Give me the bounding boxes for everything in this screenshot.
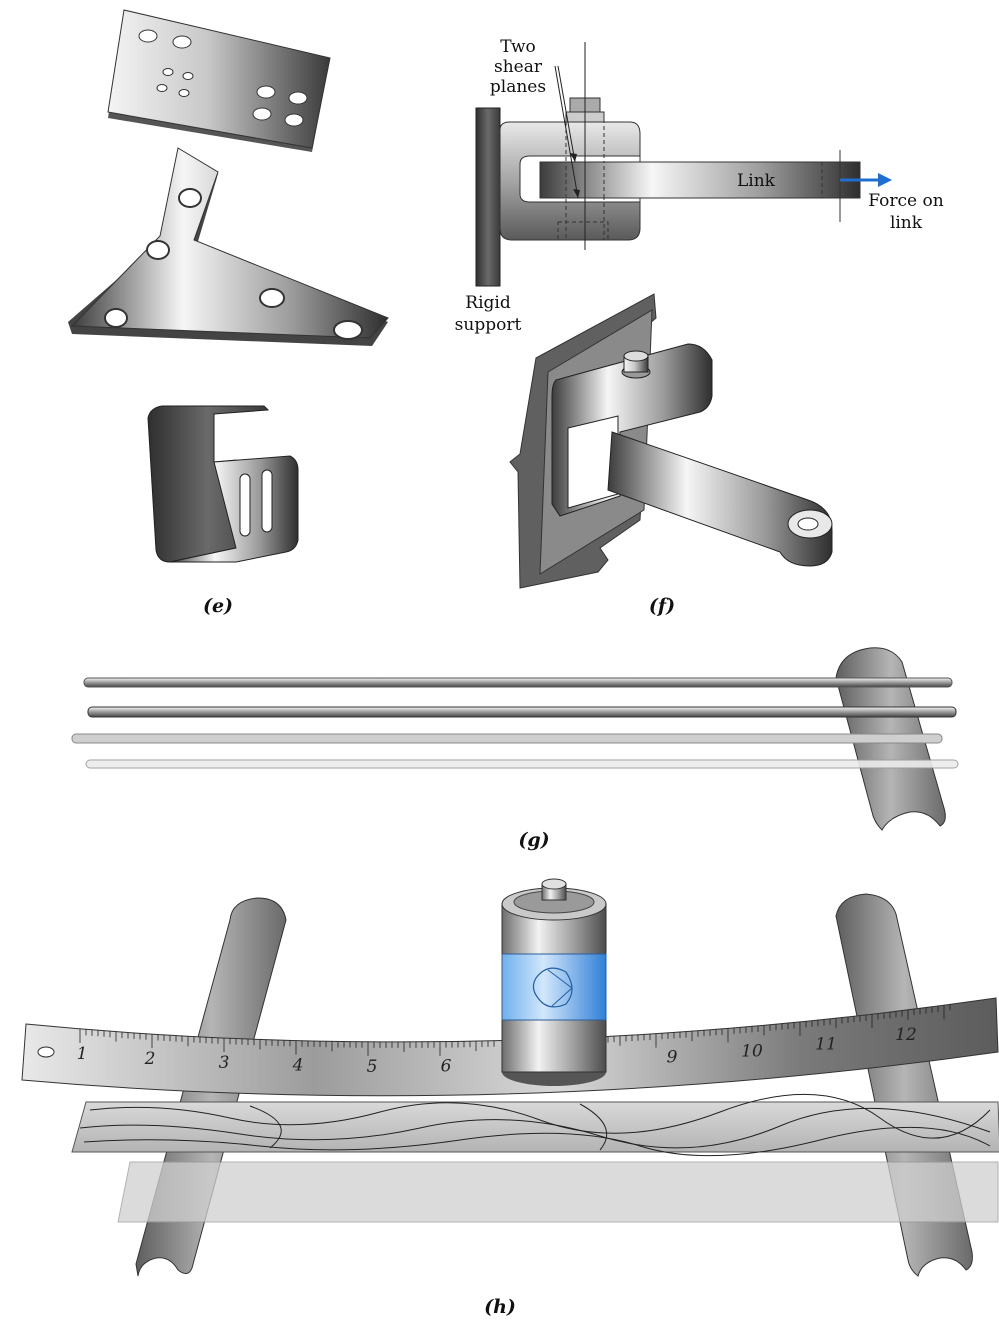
ruler-number: 9 [667,1048,678,1068]
ruler-number: 10 [741,1041,763,1061]
bent-slotted-bracket [147,405,299,563]
force-label-2: link [890,213,923,233]
battery [501,878,607,1086]
shear-arrow-lower [554,65,579,199]
caption-g: (g) [518,829,549,851]
isometric-clevis-assembly [509,293,833,589]
rod-3 [71,733,943,744]
caption-f: (f) [649,595,675,617]
support-label-1: Rigid [465,293,511,313]
shear-label-3: planes [490,77,546,97]
rod-1 [83,677,953,688]
rod-4 [85,759,959,769]
shear-arrow-upper [557,65,576,163]
link-label: Link [737,171,776,191]
support-label-2: support [455,315,522,335]
ruler-ticks [79,1004,951,1056]
panel-e: (e) [68,9,389,617]
rigid-support-bar [475,107,501,287]
rod-2 [87,706,957,718]
shear-label-1: Two [500,37,536,57]
force-label-1: Force on [868,191,943,211]
t-bracket [68,147,389,346]
ruler-number: 6 [441,1057,452,1077]
ruler-number: 5 [367,1057,378,1077]
ruler-number: 1 [77,1044,88,1064]
caption-h: (h) [484,1296,516,1318]
link [539,150,861,222]
force-arrow [840,173,892,187]
ruler-number: 11 [815,1034,837,1054]
wood-plank [71,1093,999,1157]
ruler-number: 2 [144,1049,156,1069]
ruler-number: 3 [219,1053,230,1073]
glass-strip [117,1161,999,1223]
caption-e: (e) [203,595,233,617]
shear-label-2: shear [494,57,543,77]
ruler-number: 12 [895,1025,917,1045]
perforated-plate [107,9,331,152]
ruler-number: 4 [292,1056,304,1076]
panel-g: (g) [71,647,959,851]
panel-f: Two shear planes Link Force on link Rigi… [455,37,944,617]
